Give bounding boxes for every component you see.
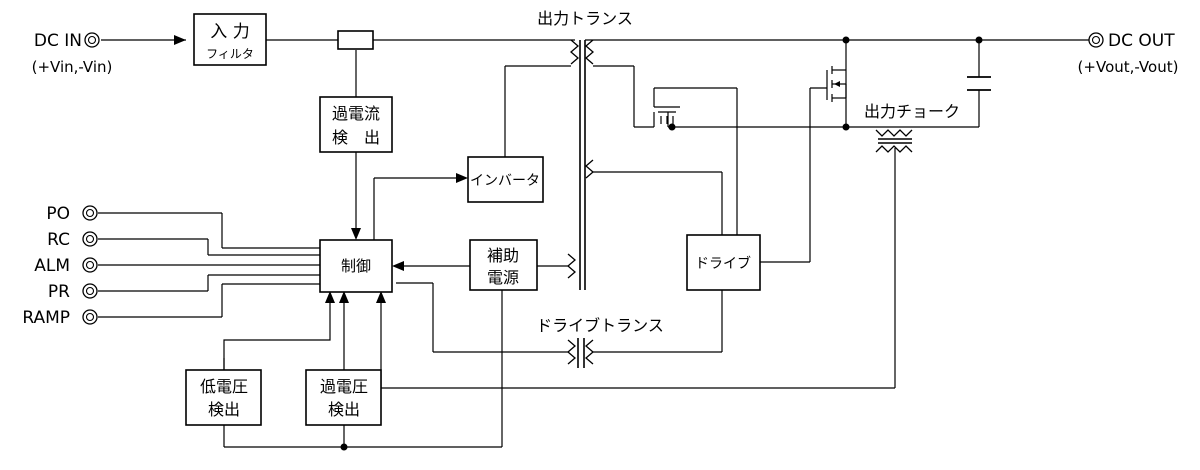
- output-choke-label: 出力チョーク: [864, 102, 960, 121]
- terminal-alm: [82, 257, 98, 273]
- aux-power-label-2: 電源: [487, 268, 519, 287]
- arrow-overcurrent-to-control: [351, 228, 361, 240]
- inverter-block: インバータ: [467, 156, 544, 203]
- dc-in-sub-label: (+Vin,-Vin): [32, 58, 113, 76]
- rectifier-mosfet: [653, 88, 680, 127]
- input-filter-label-1: 入 力: [210, 22, 249, 42]
- aux-power-block: 補助 電源: [469, 239, 538, 291]
- control-block: 制御: [319, 239, 393, 293]
- output-transformer: [567, 39, 594, 290]
- input-filter-block: 入 力 フィルタ: [193, 13, 267, 66]
- undervoltage-label-1: 低電圧: [200, 377, 248, 396]
- terminal-ramp: [82, 309, 98, 325]
- terminal-po: [82, 205, 98, 221]
- undervoltage-label-2: 検出: [208, 400, 240, 419]
- terminal-dc-out: [1088, 32, 1104, 48]
- junctions: [340, 36, 983, 451]
- pr-label: PR: [48, 282, 70, 302]
- overvoltage-label-1: 過電圧: [320, 377, 368, 396]
- dc-out-label: DC OUT: [1108, 31, 1175, 51]
- arrow-to-input-filter: [174, 35, 186, 45]
- drive-transformer: [567, 338, 594, 368]
- drive-block: ドライブ: [686, 234, 761, 291]
- current-sense-resistor: [337, 30, 374, 50]
- dc-in-label: DC IN: [34, 31, 82, 51]
- overvoltage-label-2: 検出: [328, 400, 360, 419]
- undervoltage-detect-block: 低電圧 検出: [185, 369, 262, 426]
- arrowheads: [174, 35, 468, 303]
- drive-transformer-label: ドライブトランス: [536, 316, 664, 335]
- dc-out-sub-label: (+Vout,-Vout): [1078, 58, 1179, 76]
- overcurrent-detect-block: 過電流 検 出: [319, 96, 393, 153]
- terminal-dc-in: [84, 32, 100, 48]
- drive-label: ドライブ: [695, 255, 751, 272]
- wiring: [98, 39, 1091, 448]
- output-capacitor: [967, 76, 991, 91]
- arrow-lowvolt-to-control: [325, 291, 335, 303]
- alm-label: ALM: [34, 256, 70, 276]
- input-filter-label-2: フィルタ: [206, 47, 254, 61]
- output-choke: [875, 129, 913, 153]
- control-label: 制御: [341, 257, 371, 275]
- po-label: PO: [46, 204, 70, 224]
- arrow-aux-to-control: [392, 261, 404, 271]
- arrow-to-inverter: [456, 173, 468, 183]
- overcurrent-label-1: 過電流: [332, 104, 380, 123]
- aux-power-label-1: 補助: [487, 246, 519, 265]
- terminal-pr: [82, 283, 98, 299]
- ramp-label: RAMP: [22, 308, 70, 328]
- switch-mosfet: [826, 66, 847, 102]
- overcurrent-label-2: 検 出: [332, 128, 380, 147]
- arrow-overvolt-to-control: [339, 291, 349, 303]
- output-transformer-label: 出力トランス: [537, 9, 633, 28]
- rc-label: RC: [47, 230, 70, 250]
- overvoltage-detect-block: 過電圧 検出: [305, 369, 382, 426]
- terminal-rc: [82, 231, 98, 247]
- arrow-feedback-to-control: [376, 291, 386, 303]
- inverter-label: インバータ: [470, 173, 540, 189]
